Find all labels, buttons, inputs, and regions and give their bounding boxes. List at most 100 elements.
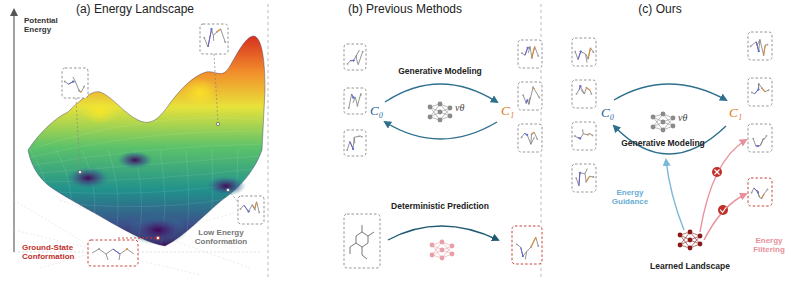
molecule-branch xyxy=(73,77,76,82)
molecule-branch xyxy=(757,40,760,46)
atom-dot xyxy=(353,97,355,99)
energy-peak xyxy=(82,100,118,124)
atom-dot xyxy=(83,86,85,88)
atom-dot xyxy=(360,94,362,96)
molecule-branch xyxy=(585,169,587,174)
network-node xyxy=(661,120,666,125)
atom-dot xyxy=(752,138,754,140)
atom-dot xyxy=(580,51,582,53)
molecule-bond xyxy=(588,133,590,134)
atom-dot xyxy=(579,172,581,174)
molecule-box xyxy=(572,80,596,108)
network-node xyxy=(450,252,455,257)
atom-dot xyxy=(574,51,576,53)
molecule-bonds xyxy=(92,249,134,254)
network-node xyxy=(450,244,455,249)
ground-state-box xyxy=(88,240,138,266)
network-node xyxy=(671,124,676,129)
atom-dot xyxy=(576,93,578,95)
molecule-box xyxy=(62,68,88,98)
atom-dot xyxy=(585,181,587,183)
panel-title: (a) Energy Landscape xyxy=(60,3,210,17)
atom-dot xyxy=(353,59,355,61)
network-node xyxy=(438,118,443,123)
atom-dot xyxy=(526,99,528,101)
structure-bonds xyxy=(350,225,374,259)
atom-dot xyxy=(767,44,769,46)
atom-dot xyxy=(536,138,538,140)
svg-part xyxy=(14,4,772,278)
molecule-box xyxy=(748,124,772,152)
atom-dot xyxy=(537,55,539,57)
atom-dot xyxy=(531,133,533,135)
atom-dot xyxy=(216,31,218,33)
molecule-bonds xyxy=(575,48,593,60)
prediction-arrow xyxy=(388,226,498,240)
molecule-bonds xyxy=(576,173,593,186)
generation-arrow xyxy=(614,126,726,154)
atom-dot xyxy=(357,105,359,107)
molecule-bonds xyxy=(523,87,539,104)
molecule-branch xyxy=(757,190,759,197)
molecule-bond xyxy=(525,48,528,55)
atom-dot xyxy=(538,97,540,99)
molecule-bond xyxy=(113,249,120,254)
molecule-box xyxy=(344,88,366,114)
molecule-branch xyxy=(353,97,355,103)
network-node xyxy=(698,242,703,247)
energy-surface xyxy=(28,36,265,246)
molecule-bonds xyxy=(752,83,769,93)
molecule-branch xyxy=(357,50,360,55)
molecule-bond xyxy=(350,142,353,150)
network-node xyxy=(448,114,453,119)
atom-dot xyxy=(757,191,759,193)
atom-dot xyxy=(248,211,250,213)
atom-dot xyxy=(361,136,363,138)
molecule-bond xyxy=(531,237,536,247)
atom-dot xyxy=(527,99,529,101)
molecule-box xyxy=(512,226,542,264)
molecule-branch xyxy=(758,83,759,89)
atom-dot xyxy=(580,85,582,87)
molecule-bond xyxy=(587,88,591,91)
callout-label: Ground-State Conformation xyxy=(22,243,86,261)
leader-line xyxy=(118,238,158,239)
surface-mesh xyxy=(30,150,48,250)
network-node xyxy=(438,102,443,107)
molecule-bond xyxy=(762,88,765,92)
atom-dot xyxy=(527,47,529,49)
axis-label: Potential Energy xyxy=(24,16,66,34)
atom-dot xyxy=(211,28,213,30)
molecule-bond xyxy=(217,29,221,32)
molecule-bonds xyxy=(752,188,768,198)
network-node xyxy=(688,246,693,251)
molecule-bond xyxy=(588,48,590,59)
filter-arrow xyxy=(704,194,746,240)
atom-dot xyxy=(64,81,66,83)
atom-dot xyxy=(574,135,576,137)
atom-dot xyxy=(592,135,594,137)
atom-dot xyxy=(72,81,74,83)
molecule-box xyxy=(344,44,366,70)
atom-dot xyxy=(352,148,354,150)
atom-dot xyxy=(526,134,528,136)
atom-dot xyxy=(758,89,760,91)
atom-dot xyxy=(593,176,595,178)
leader-line xyxy=(76,98,80,172)
atom-dot xyxy=(767,189,769,191)
network-node xyxy=(428,115,433,120)
callout-label: Low Energy Conformation xyxy=(190,228,252,246)
network-node xyxy=(688,238,693,243)
atom-dot xyxy=(358,135,360,137)
molecule-bonds xyxy=(575,133,593,138)
atom-dot xyxy=(586,87,588,89)
space-symbol: C₀ xyxy=(601,106,614,121)
atom-dot xyxy=(579,85,581,87)
molecule-bonds xyxy=(577,86,592,94)
atom-dot xyxy=(347,63,349,65)
molecule-branch xyxy=(354,137,356,143)
atom-dot xyxy=(757,145,759,147)
space-symbol: C₁ xyxy=(729,106,742,121)
molecule-bond xyxy=(532,132,535,134)
